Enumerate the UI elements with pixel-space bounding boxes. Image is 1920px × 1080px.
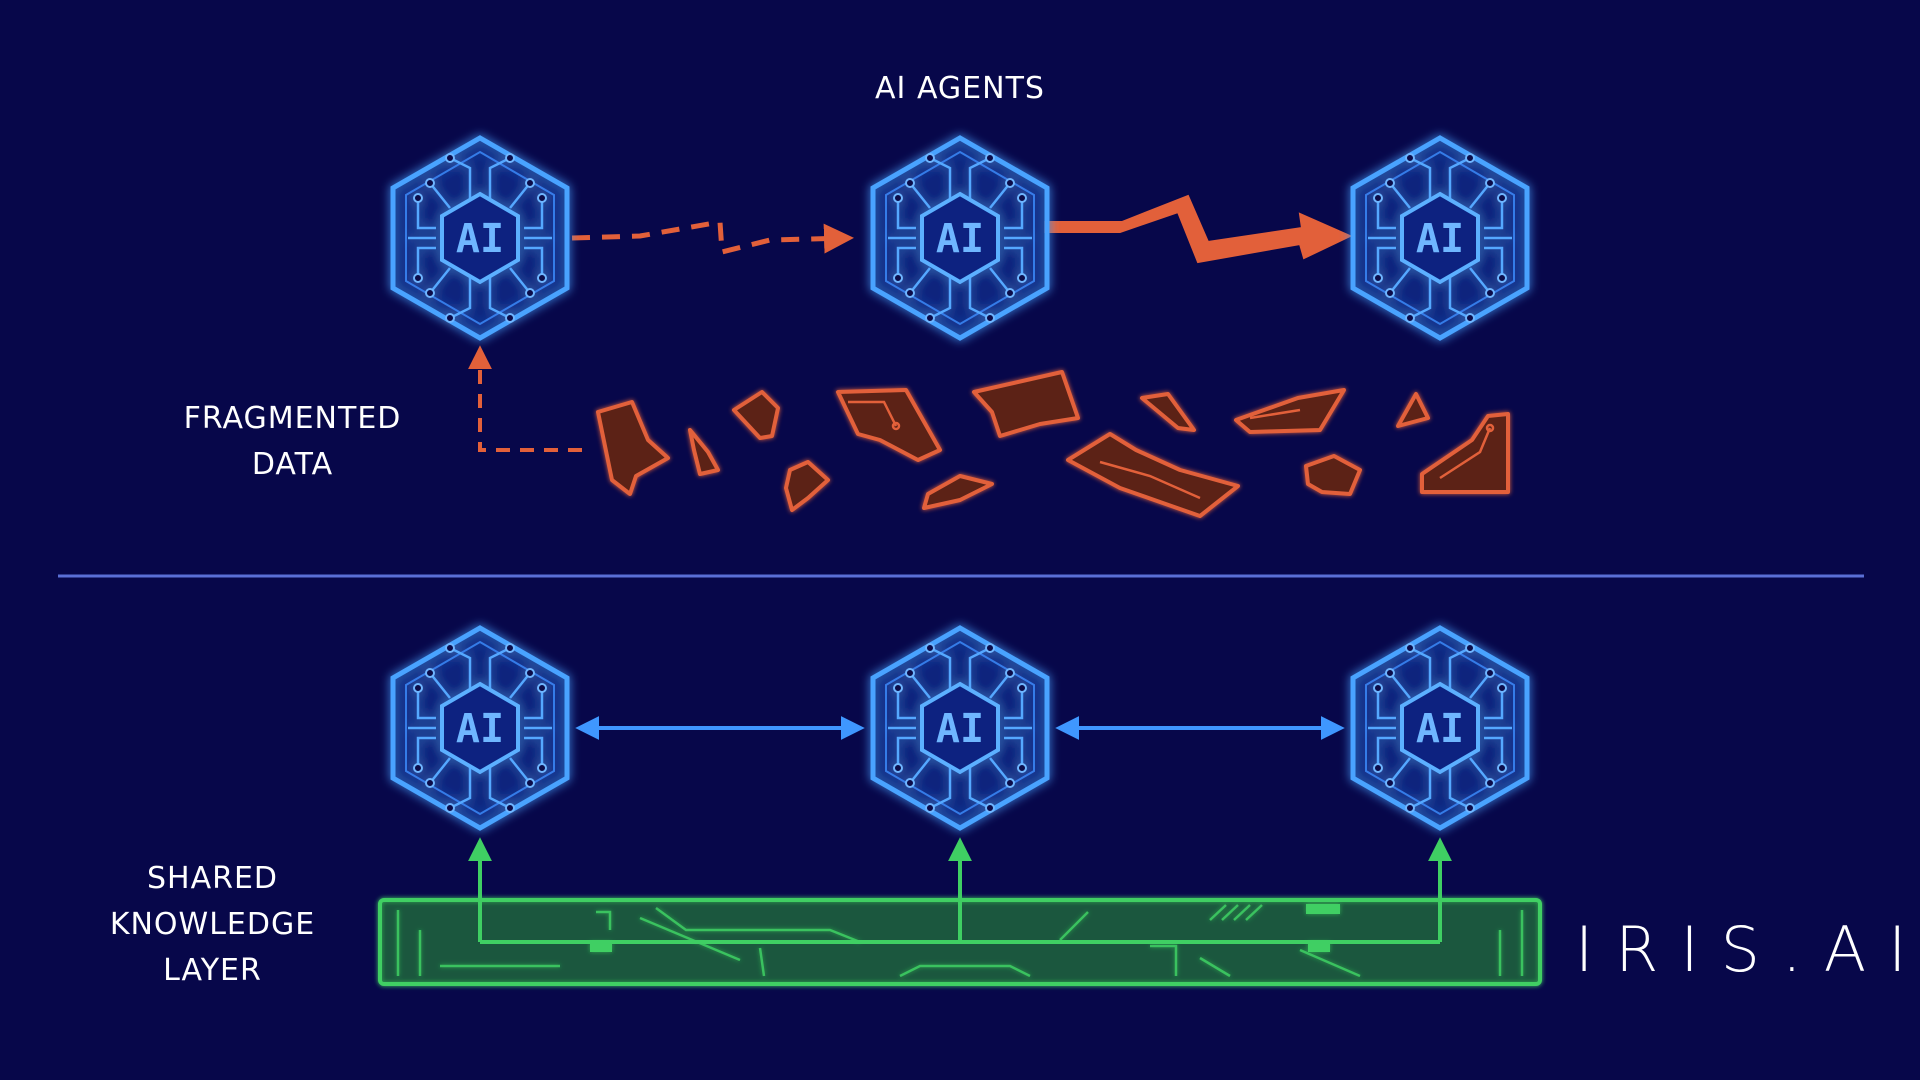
agent-label: AI [936,706,984,752]
ai-agents-title: AI AGENTS [875,71,1045,106]
data-fragment-icon [922,474,994,510]
data-fragment-icon [972,370,1080,438]
data-fragment-icon [1304,454,1362,496]
fragment-circuit-details [848,400,1495,500]
agent-label: AI [936,216,984,262]
data-fragment-icon [1420,412,1510,494]
fragmented-data-label: FRAGMENTED DATA [183,401,402,482]
agent-label: AI [456,216,504,262]
dashed-fragmented-arrow [571,219,854,256]
data-fragments [596,370,1510,518]
data-fragment-icon [1396,392,1430,428]
agent-label: AI [1416,216,1464,262]
data-fragment-icon [836,388,942,462]
agent-label: AI [456,706,504,752]
data-fragment-icon [688,428,720,476]
agent-label: AI [1416,706,1464,752]
data-fragment-icon [784,460,830,512]
data-fragment-icon [1066,432,1240,518]
iris-ai-logo: IRIS.AI [1575,913,1920,986]
data-fragment-icon [596,400,670,496]
lightning-arrow [1044,194,1353,264]
dashed-elbow-arrow [468,345,582,452]
data-fragment-icon [732,390,780,440]
shared-knowledge-layer-label: SHARED KNOWLEDGE LAYER [109,861,316,988]
data-fragment-icon [1140,392,1196,432]
